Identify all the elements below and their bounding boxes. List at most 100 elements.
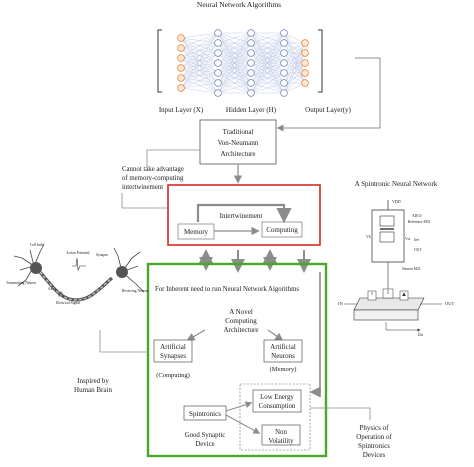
dashed-properties-box: [239, 383, 311, 451]
reference-device: [379, 231, 395, 243]
nn-node: [177, 34, 185, 42]
transmitting-neuron-label: Transmitting Neuron: [6, 281, 36, 285]
cannot-line2: of memory-computing: [122, 175, 184, 182]
low-energy-line1: Low Energy: [260, 394, 294, 401]
nn-node: [177, 44, 185, 52]
reference-label: Reference M32: [408, 220, 430, 224]
nn-edge: [217, 32, 252, 64]
nn-edge: [180, 52, 219, 89]
spin-arrows: [371, 290, 404, 296]
inspired-by-note: Inspired by Human Brain: [74, 377, 112, 394]
nn-node: [177, 84, 185, 92]
nn-edge: [250, 32, 285, 54]
nn-node: [177, 74, 185, 82]
hidden-layer-label: Hidden Layer (H): [226, 106, 277, 114]
cannot-line1: Cannot take advantage: [122, 166, 184, 173]
nn-edge: [217, 32, 252, 74]
vb-label: Vb: [366, 235, 371, 239]
spintronics-box: [183, 405, 227, 421]
nn-edge: [180, 82, 219, 89]
nn-edge: [180, 32, 219, 59]
nn-edge: [250, 42, 285, 94]
receiving-neuron-label: Receiving Neuron: [122, 289, 148, 293]
non-volatility-line1: Non: [275, 429, 287, 436]
brain-to-box-line: [99, 330, 148, 353]
nn-edge: [217, 32, 252, 44]
nn-edge: [250, 62, 285, 94]
current-arrow: [385, 322, 421, 332]
nn-node: [280, 59, 288, 67]
von-neumann-line2: Von-Neumann: [218, 139, 259, 147]
iref-label: Iref: [414, 238, 420, 242]
in-label: IN: [338, 301, 343, 306]
nn-node: [247, 69, 255, 77]
nn-edge: [250, 72, 285, 94]
novel-to-neurons: [267, 329, 284, 342]
nn-edge: [250, 32, 285, 94]
von-neumann-line3: Architecture: [221, 150, 256, 158]
current-label: Iω: [418, 333, 424, 338]
neurons-box: [263, 339, 303, 363]
neural-network-figure: Neural Network Algorithms Input Layer (X…: [157, 0, 352, 114]
synapse-label: Synapse: [96, 253, 108, 257]
action-potential-label: Action Potential: [66, 251, 89, 255]
nn-edge: [217, 42, 252, 94]
nn-node: [247, 59, 255, 67]
nn-edge: [217, 32, 252, 54]
nn-node: [280, 69, 288, 77]
synapses-line2: Synapses: [160, 352, 186, 360]
output-bracket: [318, 29, 323, 93]
out-small-label: OUT: [414, 248, 422, 252]
nn-node: [214, 49, 222, 57]
nn-node: [280, 89, 288, 97]
novel-line1: A Novel: [229, 308, 253, 316]
nn-edge: [283, 42, 306, 74]
input-bracket: [157, 29, 162, 93]
nn-node: [214, 69, 222, 77]
nn-node: [301, 49, 309, 57]
vss-label: Vss: [405, 237, 411, 241]
nn-edge: [250, 32, 285, 44]
device-front-face: [353, 309, 419, 321]
non-volatility-box: [261, 424, 301, 446]
axon: [38, 270, 114, 302]
nn-edge: [180, 87, 219, 94]
von-neumann-box: Traditional Von-Neumann Architecture: [199, 119, 277, 165]
nn-edge: [180, 62, 219, 89]
nn-title: Neural Network Algorithms: [197, 0, 281, 9]
spintronic-nn-figure: A Spintronic Neural Network VDD ADC0 Ref…: [338, 180, 454, 338]
out-label: OUT: [445, 301, 454, 306]
electrical-signal-trace: [58, 291, 64, 297]
nn-connections: [180, 32, 306, 94]
nn-edge: [217, 32, 252, 84]
nn-node: [214, 29, 222, 37]
nn-edge: [283, 42, 306, 64]
nn-edge: [283, 62, 306, 94]
neuron-label: Neuron M23: [402, 267, 421, 271]
synapses-line1: Artificial: [160, 343, 186, 351]
receiving-cell-body: [116, 266, 128, 278]
synapses-box: [153, 339, 193, 363]
nn-nodes: [177, 29, 309, 97]
nn-edge: [180, 32, 219, 49]
transmitting-neuron-dendrites: [13, 243, 45, 287]
adc-label: ADC0: [412, 214, 422, 218]
circuit-outline: [371, 200, 405, 263]
low-energy-box: [252, 389, 302, 413]
nn-node: [301, 79, 309, 87]
physics-note: Physics of Operation of Spintronics Devi…: [356, 424, 392, 459]
adc-device: [379, 215, 395, 227]
right-internal-arrow: [309, 272, 321, 398]
nn-node: [247, 89, 255, 97]
nn-edge: [180, 32, 219, 69]
transmitting-cell-body: [30, 262, 42, 274]
spintronics-to-low-energy: [225, 401, 253, 412]
intertwine-loop-arrow: [196, 203, 292, 224]
nn-node: [247, 29, 255, 37]
vonneumann-side-line: [146, 149, 200, 168]
inspired-line1: Inspired by: [77, 377, 109, 385]
nn-node: [301, 59, 309, 67]
nn-node: [177, 54, 185, 62]
input-layer-label: Input Layer (X): [159, 106, 204, 114]
